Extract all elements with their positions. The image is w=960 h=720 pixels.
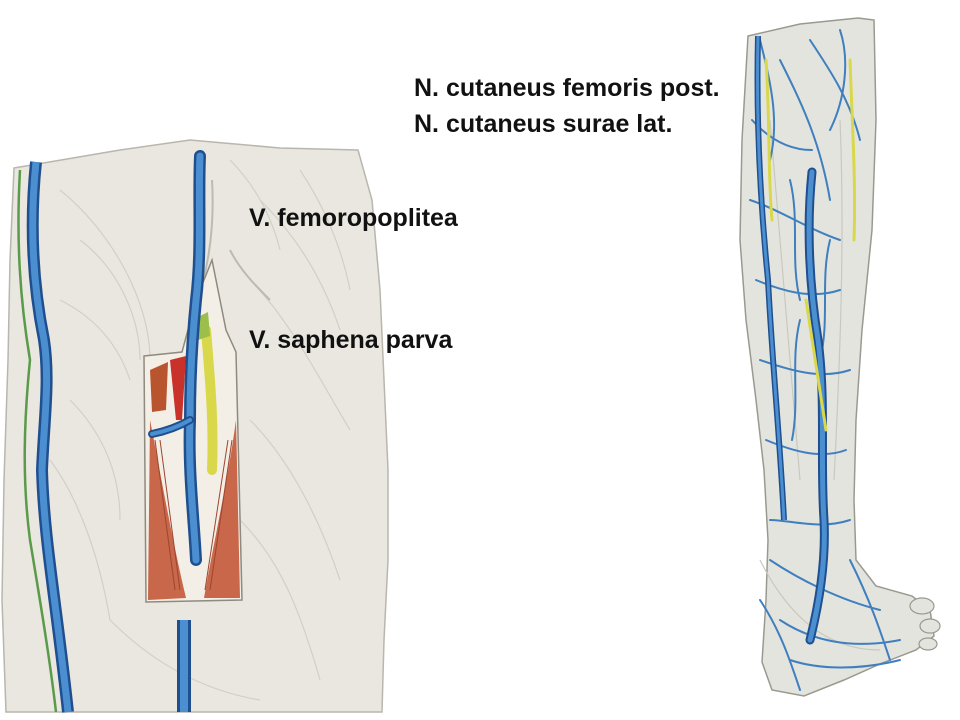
popliteal-region-figure — [1, 139, 389, 713]
label-n-cutaneus-femoris-post: N. cutaneus femoris post. — [414, 74, 720, 102]
label-n-cutaneus-surae-lat: N. cutaneus surae lat. — [414, 110, 673, 138]
tibial-nerve — [201, 325, 218, 475]
posterior-leg-figure — [739, 17, 941, 697]
gastrocnemius-muscle — [148, 420, 186, 600]
lateral-border-nerve — [17, 169, 58, 713]
popliteal-artery — [170, 356, 186, 420]
label-v-femoropoplitea: V. femoropoplitea — [249, 204, 458, 232]
label-v-saphena-parva: V. saphena parva — [249, 326, 453, 354]
